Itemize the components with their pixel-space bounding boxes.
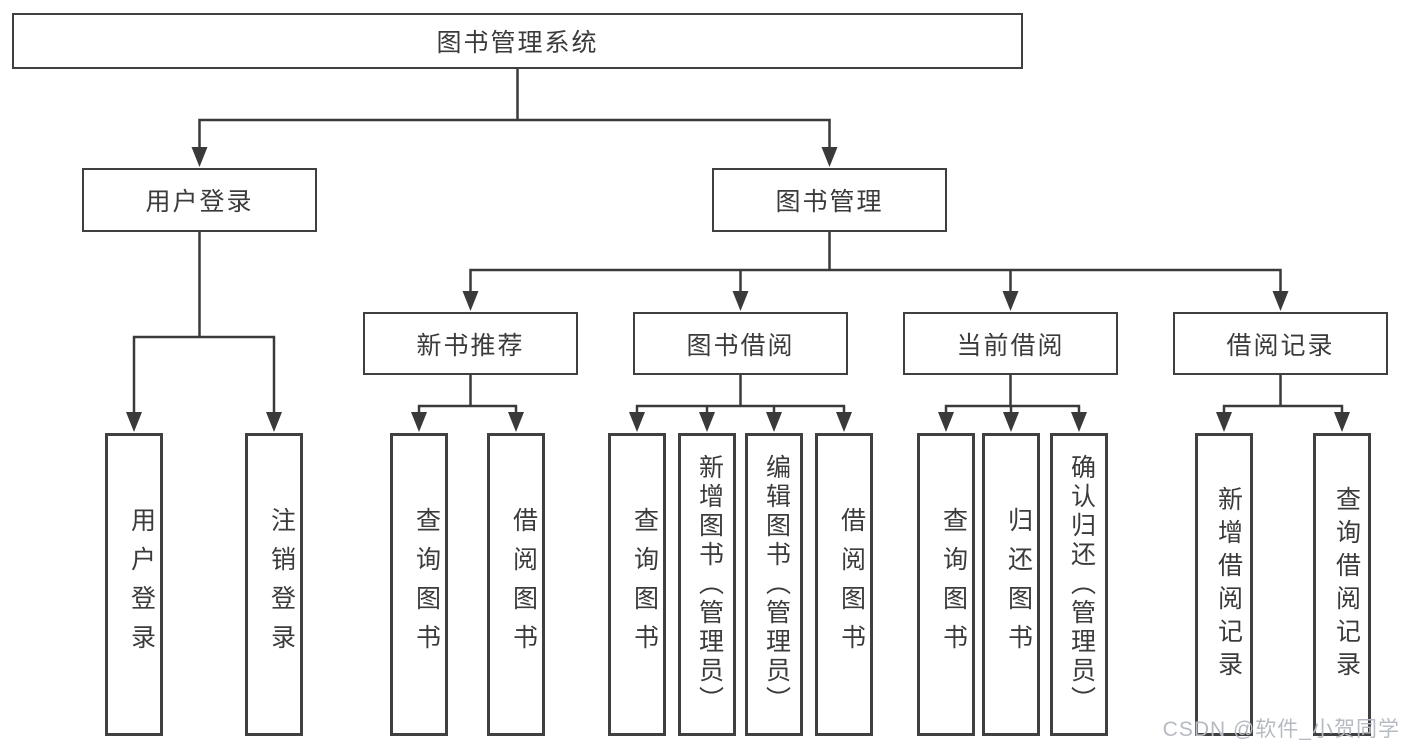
node-label: 新书推荐 — [416, 331, 525, 360]
node-label: 图书借阅 — [686, 331, 795, 360]
node-label: 确认归还（管理员） — [1067, 454, 1096, 715]
node-label: 查询图书 — [630, 506, 659, 663]
node-confirm-return-admin: 确认归还（管理员） — [1050, 433, 1108, 736]
node-new-book-recommendation: 新书推荐 — [363, 312, 578, 375]
node-borrow-books-recommend: 借阅图书 — [487, 433, 545, 736]
node-label: 查询借阅记录 — [1332, 485, 1361, 684]
node-query-books-recommend: 查询图书 — [390, 433, 448, 736]
node-label: 图书管理 — [775, 188, 884, 216]
node-label: 归还图书 — [1004, 506, 1033, 663]
node-query-books-current: 查询图书 — [917, 433, 975, 736]
node-query-borrow-record: 查询借阅记录 — [1313, 433, 1371, 736]
node-user-login-branch: 用户登录 — [82, 168, 317, 232]
node-logout: 注销登录 — [245, 433, 303, 736]
node-label: 借阅图书 — [837, 506, 866, 663]
node-edit-books-admin: 编辑图书（管理员） — [745, 433, 803, 736]
node-label: 编辑图书（管理员） — [762, 454, 791, 715]
node-label: 图书管理系统 — [436, 29, 599, 57]
node-label: 查询图书 — [939, 506, 968, 663]
node-current-borrowing: 当前借阅 — [903, 312, 1118, 375]
node-book-management-branch: 图书管理 — [712, 168, 947, 232]
node-library-management-system: 图书管理系统 — [12, 13, 1023, 69]
node-add-borrow-record: 新增借阅记录 — [1195, 433, 1253, 736]
node-label: 借阅记录 — [1226, 331, 1335, 360]
node-label: 新增借阅记录 — [1214, 485, 1243, 684]
node-add-books-admin: 新增图书（管理员） — [678, 433, 736, 736]
csdn-watermark: CSDN @软件_小贺同学 — [1162, 718, 1400, 741]
node-label: 注销登录 — [267, 506, 296, 663]
node-borrowing-records: 借阅记录 — [1173, 312, 1388, 375]
node-label: 借阅图书 — [509, 506, 538, 663]
node-user-login: 用户登录 — [105, 433, 163, 736]
node-borrow-books: 借阅图书 — [815, 433, 873, 736]
node-label: 用户登录 — [127, 506, 156, 663]
connector-shafts — [132, 69, 1344, 416]
node-label: 用户登录 — [145, 188, 254, 216]
node-book-borrowing: 图书借阅 — [633, 312, 848, 375]
node-return-books: 归还图书 — [982, 433, 1040, 736]
node-query-books-borrow: 查询图书 — [608, 433, 666, 736]
node-label: 新增图书（管理员） — [695, 454, 724, 715]
node-label: 查询图书 — [412, 506, 441, 663]
node-label: 当前借阅 — [956, 331, 1065, 360]
